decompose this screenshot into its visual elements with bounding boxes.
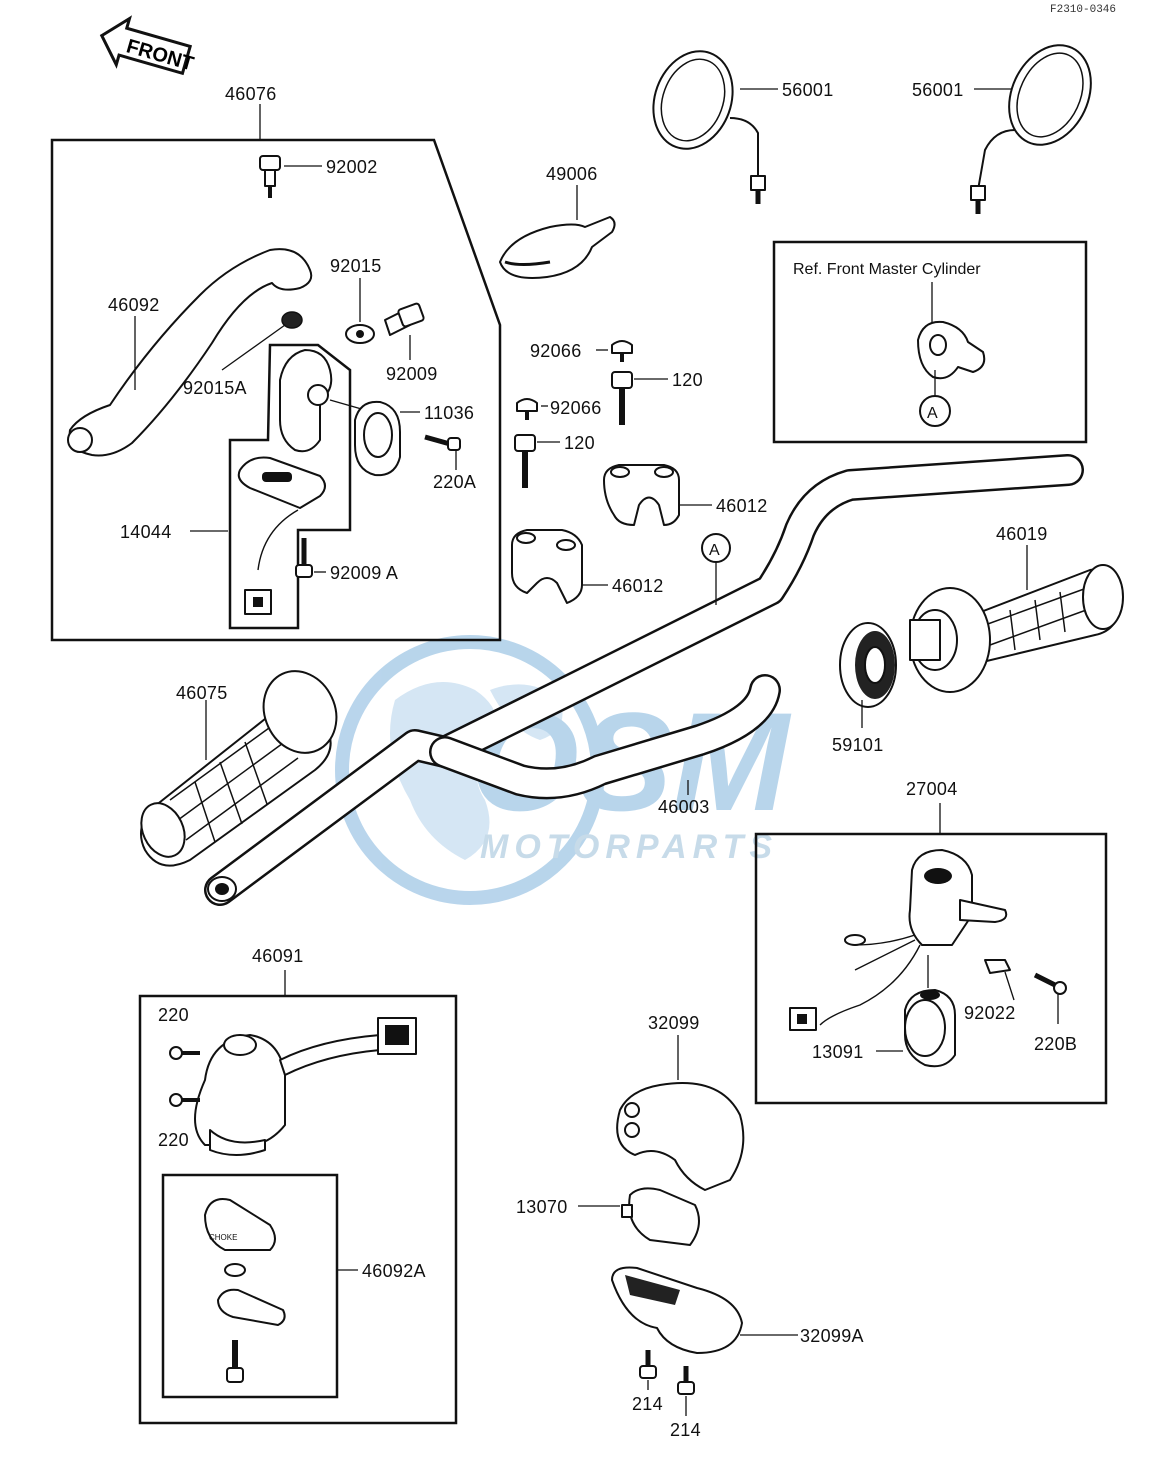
label-92066-mid: 92066 [550,398,602,418]
label-46076: 46076 [225,84,277,104]
label-14044: 14044 [120,522,172,542]
label-220-bottom: 220 [158,1130,189,1150]
adjuster-92009: 92009 [384,302,438,384]
label-13070: 13070 [516,1197,568,1217]
front-arrow: FRONT [99,15,196,75]
label-46003: 46003 [658,797,710,817]
ref-box-marker-a: A [927,405,938,422]
label-220b: 220B [1034,1034,1077,1054]
cover-49006: 49006 [499,164,616,279]
switch-46091-box: 46091 220 220 CHOKE 46092A [138,946,458,1425]
bolt-92002: 92002 [259,155,378,198]
label-92002: 92002 [326,157,378,177]
label-32099: 32099 [648,1013,700,1033]
clutch-lever-assembly-box: 46076 [50,84,502,642]
switch-13070: 13070 [516,1187,700,1246]
clutch-lever-46092: 46092 [67,248,313,457]
label-27004: 27004 [906,779,958,799]
lever-bracket [279,349,366,453]
screw-92009a: 92009 A [295,538,398,583]
label-32099a: 32099A [800,1326,864,1346]
ref-box-title: Ref. Front Master Cylinder [793,261,981,278]
bolt-120-mid: 120 [514,433,595,488]
label-214-left: 214 [632,1394,663,1414]
ref-master-cylinder-box: Ref. Front Master Cylinder A [772,240,1088,444]
cap-92066-top: 92066 [530,340,633,362]
label-220a: 220A [433,472,476,492]
watermark-sub: MOTORPARTS [480,828,778,866]
label-46091: 46091 [252,946,304,966]
washer-92015a: 92015A [183,311,303,398]
label-92015: 92015 [330,256,382,276]
label-46092: 46092 [108,295,160,315]
label-11036: 11036 [424,403,474,423]
label-220-top: 220 [158,1005,189,1025]
grip-46019: 46019 [909,524,1124,693]
bar-marker-a: A [709,542,720,559]
mirror-56001-right: 56001 [652,50,834,204]
label-46075: 46075 [176,683,228,703]
screw-214-right: 214 [670,1366,701,1440]
bolt-220a: 220A [424,434,476,492]
corner-code: F2310-0346 [1050,4,1116,16]
label-92009: 92009 [386,364,438,384]
label-49006: 49006 [546,164,598,184]
label-46019: 46019 [996,524,1048,544]
mirror-56001-left: 56001 [912,44,1092,214]
nut-92015: 92015 [330,256,382,344]
label-46092a: 46092A [362,1261,426,1281]
switch-14044: 14044 [120,456,326,615]
label-59101: 59101 [832,735,884,755]
label-120-top: 120 [672,370,703,390]
label-46012-right: 46012 [716,496,768,516]
label-56001-right: 56001 [782,80,834,100]
cap-92066-mid: 92066 [516,398,602,420]
label-92009a: 92009 A [330,563,398,583]
label-56001-left: 56001 [912,80,964,100]
pulley-59101: 59101 [832,622,897,755]
grip-46075: 46075 [140,670,338,867]
screw-214-left: 214 [632,1350,663,1414]
holder-46012-right: 46012 [603,464,768,526]
handlebar-46003: 46003 A [204,454,1084,906]
housing-32099a: 32099A [611,1266,864,1354]
label-92066-top: 92066 [530,341,582,361]
switch-27004-box: 27004 92022 220B 13091 [754,779,1108,1105]
clamp-11036: 11036 [354,400,474,477]
label-214-right: 214 [670,1420,701,1440]
label-120-mid: 120 [564,433,595,453]
bolt-120-top: 120 [611,370,703,425]
label-13091: 13091 [812,1042,864,1062]
housing-32099: 32099 [616,1013,745,1191]
label-46012-left: 46012 [612,576,664,596]
label-92022: 92022 [964,1003,1016,1023]
choke-label: CHOKE [209,1233,237,1242]
label-92015a: 92015A [183,378,247,398]
holder-46012-left: 46012 [511,529,664,604]
